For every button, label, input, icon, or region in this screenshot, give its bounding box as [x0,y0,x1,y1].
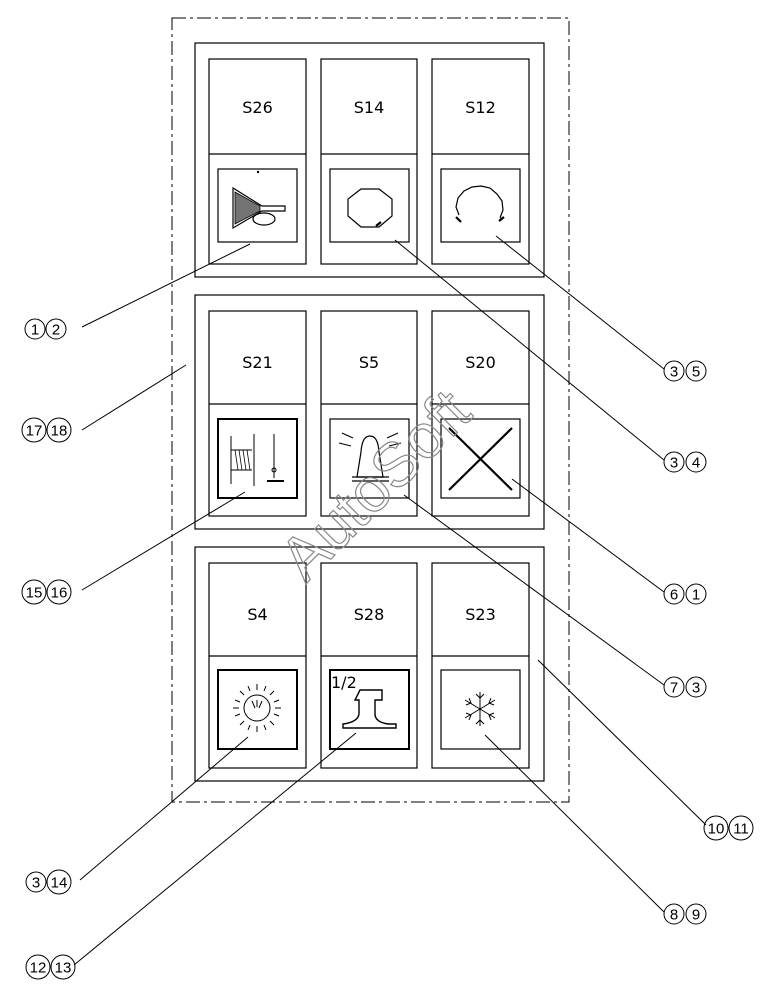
switch-label: S21 [242,353,273,372]
callout: 6 1 [663,583,707,605]
group-frame-bottom [194,546,545,782]
callout: 7 3 [663,676,707,698]
snowflake-icon [464,692,496,726]
callout: 15 16 [21,579,72,605]
switch-cell[interactable]: S23 [431,562,530,769]
leader-lines [73,235,707,966]
beacon-bell-icon [338,432,402,482]
callout-number: 14 [51,875,68,892]
switch-icon-frame [217,418,298,499]
callout-number: 18 [51,423,68,440]
switch-label: S4 [247,605,267,624]
rail-fraction-label: 1/2 [331,673,357,692]
open-circle-icon [455,185,505,223]
switch-cell[interactable]: S5 [320,310,418,517]
switch-icon-frame [329,168,410,243]
callout-number: 15 [26,585,43,602]
callout: 3 4 [663,451,707,473]
callout-number: 7 [670,680,678,697]
octagon-icon [347,188,393,228]
switch-icon-frame [440,669,521,750]
callout-number: 1 [692,587,700,604]
group-frame-middle [194,294,545,530]
callout-number: 6 [670,587,678,604]
callout: 1 2 [24,318,67,340]
switch-cell[interactable]: S12 [431,58,530,265]
callout-number: 3 [670,364,678,381]
callout-number: 17 [26,423,43,440]
callout-number: 2 [52,322,60,339]
callout-number: 8 [670,907,678,924]
switch-icon-frame [217,168,298,243]
switch-label: S26 [242,98,273,117]
callout-number: 5 [692,364,700,381]
callout-number: 13 [55,960,72,977]
switch-label: S5 [359,353,379,372]
switch-cell[interactable]: S20 [431,310,530,517]
cross-icon [448,427,513,491]
switch-icon-frame [329,418,410,499]
switch-cell[interactable]: S28 1/2 [320,562,418,769]
callout: 3 14 [25,869,72,895]
switch-icon-frame [440,168,521,243]
switch-icon-frame [329,669,410,750]
callout: 17 18 [21,417,72,443]
switch-label: S20 [465,353,496,372]
callout-number: 11 [733,821,749,838]
switch-label: S28 [354,605,385,624]
callout: 12 13 [25,954,76,980]
callout-number: 3 [692,680,700,697]
rail-icon [342,689,397,729]
switch-icon-frame [440,418,521,499]
callout-number: 3 [670,455,678,472]
switch-label: S23 [465,605,496,624]
callout: 8 9 [663,903,707,925]
callout-number: 3 [32,875,40,892]
winch-icon [230,434,284,486]
group-frame-top [194,42,545,278]
callout: 3 5 [663,360,707,382]
callout-number: 16 [51,585,68,602]
callout-number: 10 [708,821,725,838]
sun-gauge-icon [233,684,281,732]
switch-cell[interactable]: S14 [320,58,418,265]
callout: 10 11 [703,815,754,841]
switch-cell[interactable]: S4 [208,562,307,769]
callout-number: 4 [692,455,700,472]
switch-cell[interactable]: S21 [208,310,307,517]
switch-label: S12 [465,98,496,117]
horn-icon [232,170,286,230]
callout-number: 1 [31,322,39,339]
callout-number: 12 [30,960,47,977]
watermark: AutoSoft [267,377,484,594]
switch-icon-frame [217,669,298,750]
switch-label: S14 [354,98,385,117]
switch-cell[interactable]: S26 [208,58,307,265]
panel-boundary [171,17,570,803]
callout-number: 9 [692,907,700,924]
